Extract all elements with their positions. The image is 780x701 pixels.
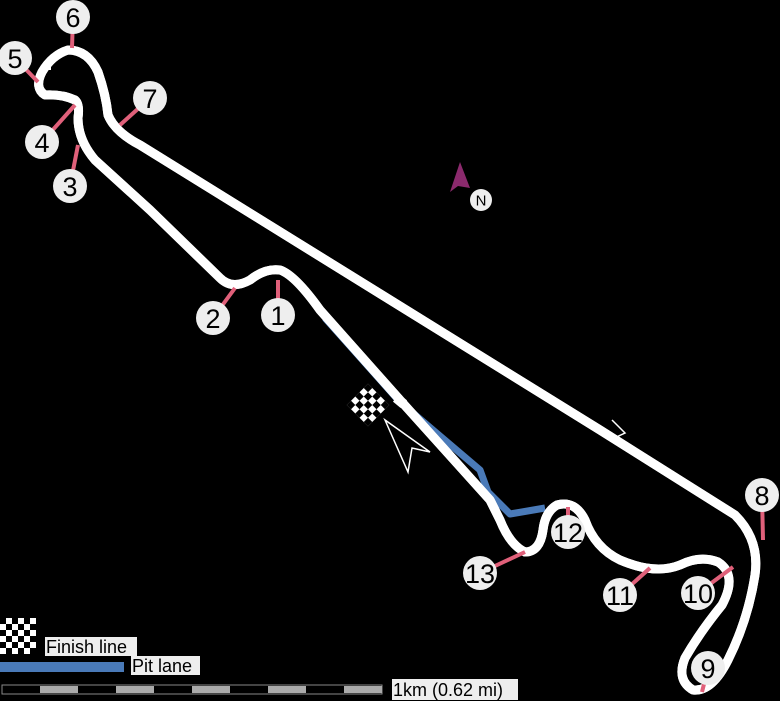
turn-marker-4: 4 [25,103,77,159]
turn-badge [53,169,87,203]
turn-number: 4 [34,128,49,158]
track [39,45,756,690]
legend-finish-flag-icon [0,618,36,654]
turn-number: 11 [606,581,634,611]
turn-badge [56,0,90,34]
turn-marker-8: 8 [745,478,779,541]
legend-pit-lane: Pit lane [132,656,192,676]
turn-number: 8 [754,481,769,511]
turn-marker-2: 2 [196,286,237,335]
turn-badge [691,651,725,685]
direction-arrow-icon [609,419,627,441]
start-direction-arrow-icon [383,417,431,475]
turn-marker-13: 13 [463,550,526,590]
turn-marker-12: 12 [551,507,585,549]
scale-bar [1,684,383,695]
turn-number: 2 [205,304,220,334]
turn-badge [745,478,779,512]
sector-marker [45,63,51,70]
turn-marker-6: 6 [56,0,90,49]
turn-badge [25,125,59,159]
turn-badge [603,578,637,612]
north-arrow-icon [450,162,470,192]
turn-marker-3: 3 [53,144,87,203]
legend: Finish line Pit lane 1km (0.62 mi) [0,618,518,700]
turn-badge [681,576,715,610]
turn-marker-1: 1 [261,280,295,332]
turn-number: 7 [142,84,157,114]
turn-number: 10 [683,579,713,609]
turn-number: 13 [465,559,495,589]
turn-number: 5 [7,44,22,74]
turn-marker-10: 10 [681,565,735,610]
turn-marker-7: 7 [118,81,167,127]
turn-badge [0,41,32,75]
finish-flag-icon [346,383,390,427]
turn-number: 6 [65,3,80,33]
turn-marker-11: 11 [603,566,652,612]
turn-badge [133,81,167,115]
legend-finish-line: Finish line [46,637,127,657]
turn-badge [196,301,230,335]
turn-number: 9 [700,654,715,684]
turn-badge [551,515,585,549]
north-label: N [476,193,487,210]
sector-marker [602,428,612,438]
turn-badge [261,298,295,332]
turn-number: 1 [270,301,285,331]
legend-pit-lane-swatch [0,662,124,672]
finish-line [392,393,408,409]
scale-label: 1km (0.62 mi) [393,680,503,700]
turn-number: 3 [62,172,77,202]
turn-marker-9: 9 [691,651,725,693]
turn-badge [463,556,497,590]
turn-marker-5: 5 [0,41,40,84]
turn-number: 12 [553,518,583,548]
